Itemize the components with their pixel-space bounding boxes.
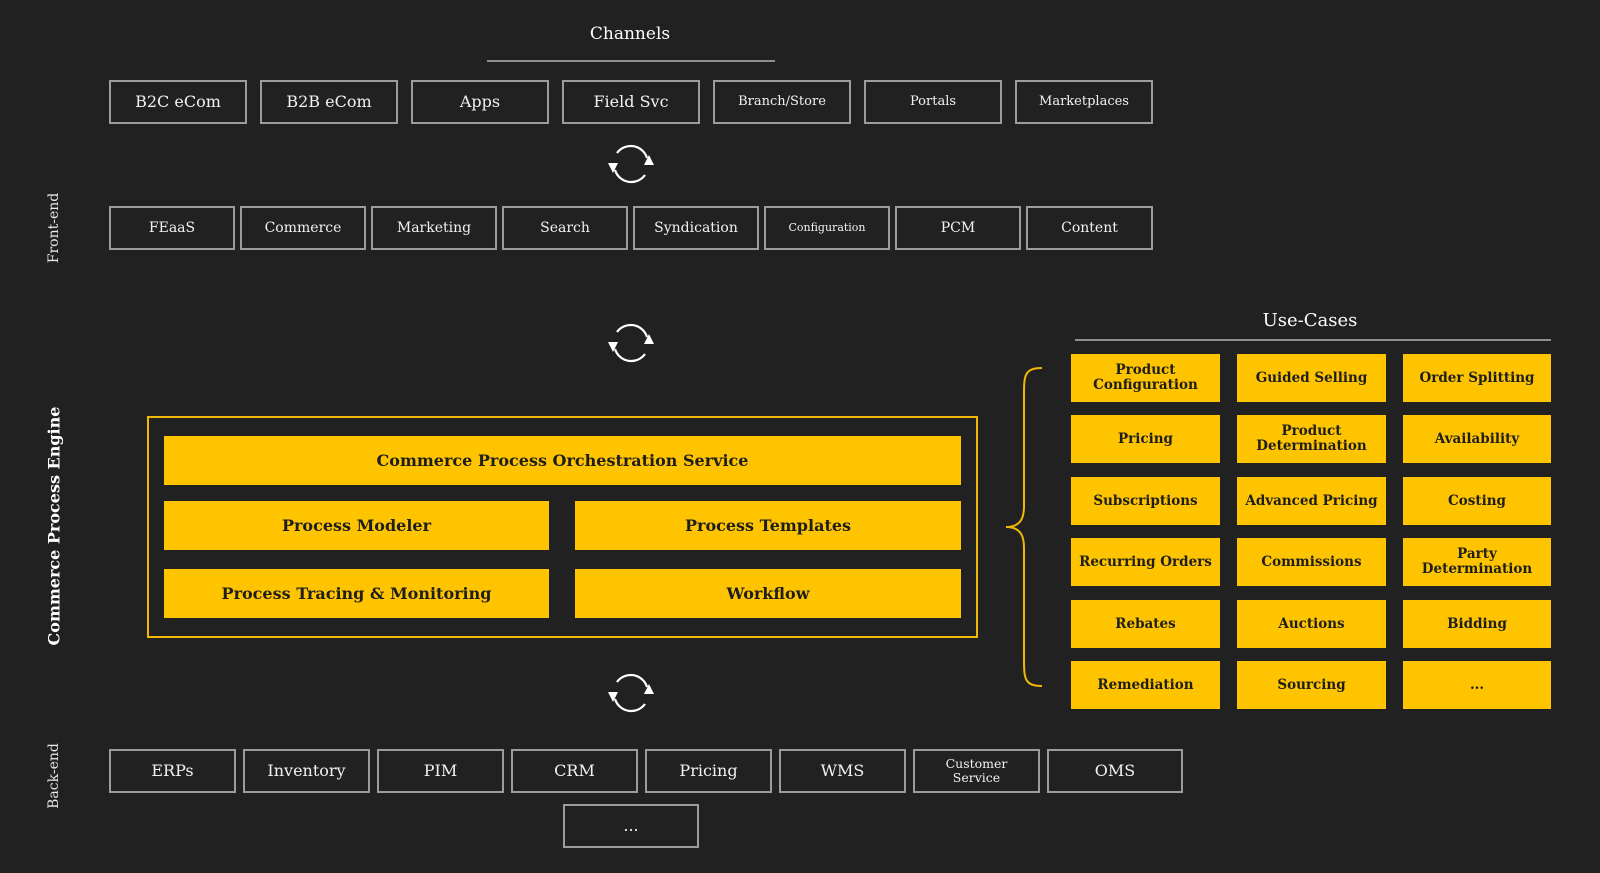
channel-b2c-ecom: B2C eCom (109, 80, 247, 124)
use-case-remediation: Remediation (1071, 661, 1220, 709)
use-case-commissions: Commissions (1237, 538, 1386, 586)
use-case-pricing: Pricing (1071, 415, 1220, 463)
use-cases-rule (1075, 339, 1551, 341)
backend-pricing: Pricing (645, 749, 772, 793)
process-tracing: Process Tracing & Monitoring (164, 569, 549, 618)
workflow: Workflow (575, 569, 961, 618)
channels-rule (487, 60, 775, 62)
use-case-rebates: Rebates (1071, 600, 1220, 648)
engine-label: Commerce Process Engine (44, 406, 64, 646)
frontend-configuration: Configuration (764, 206, 890, 250)
use-case-subscriptions: Subscriptions (1071, 477, 1220, 525)
curly-brace-icon (1005, 367, 1043, 687)
process-modeler: Process Modeler (164, 501, 549, 550)
sync-cycle-icon (608, 144, 654, 184)
channel-apps: Apps (411, 80, 549, 124)
use-case-availability: Availability (1403, 415, 1551, 463)
backend-more: ... (563, 804, 699, 848)
frontend-content: Content (1026, 206, 1153, 250)
use-cases-title: Use-Cases (1262, 310, 1358, 331)
use-case-product-configuration: Product Configuration (1071, 354, 1220, 402)
backend-pim: PIM (377, 749, 504, 793)
frontend-syndication: Syndication (633, 206, 759, 250)
use-case-party-determination: Party Determination (1403, 538, 1551, 586)
backend-wms: WMS (779, 749, 906, 793)
frontend-pcm: PCM (895, 206, 1021, 250)
use-case-advanced-pricing: Advanced Pricing (1237, 477, 1386, 525)
backend-oms: OMS (1047, 749, 1183, 793)
use-case-bidding: Bidding (1403, 600, 1551, 648)
channel-branch-store: Branch/Store (713, 80, 851, 124)
channel-b2b-ecom: B2B eCom (260, 80, 398, 124)
frontend-search: Search (502, 206, 628, 250)
process-templates: Process Templates (575, 501, 961, 550)
backend-label: Back-end (46, 743, 62, 809)
engine-frame (147, 416, 978, 638)
backend-customer-service: Customer Service (913, 749, 1040, 793)
frontend-label: Front-end (46, 192, 62, 264)
backend-crm: CRM (511, 749, 638, 793)
use-case-sourcing: Sourcing (1237, 661, 1386, 709)
use-case-order-splitting: Order Splitting (1403, 354, 1551, 402)
use-case-costing: Costing (1403, 477, 1551, 525)
backend-inventory: Inventory (243, 749, 370, 793)
sync-cycle-icon (608, 323, 654, 363)
channels-title: Channels (589, 24, 671, 44)
frontend-commerce: Commerce (240, 206, 366, 250)
use-case-auctions: Auctions (1237, 600, 1386, 648)
frontend-marketing: Marketing (371, 206, 497, 250)
use-case-product-determination: Product Determination (1237, 415, 1386, 463)
sync-cycle-icon (608, 673, 654, 713)
channel-portals: Portals (864, 80, 1002, 124)
orchestration-service: Commerce Process Orchestration Service (164, 436, 961, 485)
use-case-guided-selling: Guided Selling (1237, 354, 1386, 402)
use-case-more: ... (1403, 661, 1551, 709)
frontend-feaas: FEaaS (109, 206, 235, 250)
backend-erps: ERPs (109, 749, 236, 793)
use-case-recurring-orders: Recurring Orders (1071, 538, 1220, 586)
channel-field-svc: Field Svc (562, 80, 700, 124)
channel-marketplaces: Marketplaces (1015, 80, 1153, 124)
